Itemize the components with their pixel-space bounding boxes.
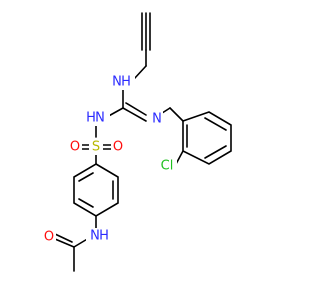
oxygen-left-label: O (70, 140, 80, 155)
n-propargyl-h-label: H (121, 75, 131, 90)
oxygen-right-label: O (113, 140, 123, 155)
n-propargyl-label: N (112, 75, 122, 90)
chlorine-label: Cl (161, 159, 174, 174)
propargyl-group (133, 12, 151, 80)
n-imine-label: N (152, 112, 162, 127)
atom-labels: N H N H N S O O Cl N H O (42, 74, 177, 245)
guanidine-core (104, 88, 171, 122)
molecule-structure: N H N H N S O O Cl N H O (42, 12, 232, 272)
carbonyl-oxygen-label: O (44, 230, 54, 245)
phenylene-ring (73, 163, 119, 217)
chlorobenzyl-group (169, 107, 232, 165)
n-amide-h-label: H (99, 229, 109, 244)
sulfur-label: S (92, 140, 100, 155)
n-amide-label: N (90, 229, 100, 244)
n-sulfonyl-h-label: H (86, 111, 96, 126)
n-sulfonyl-label: N (95, 111, 105, 126)
acetamide-group (54, 215, 97, 272)
